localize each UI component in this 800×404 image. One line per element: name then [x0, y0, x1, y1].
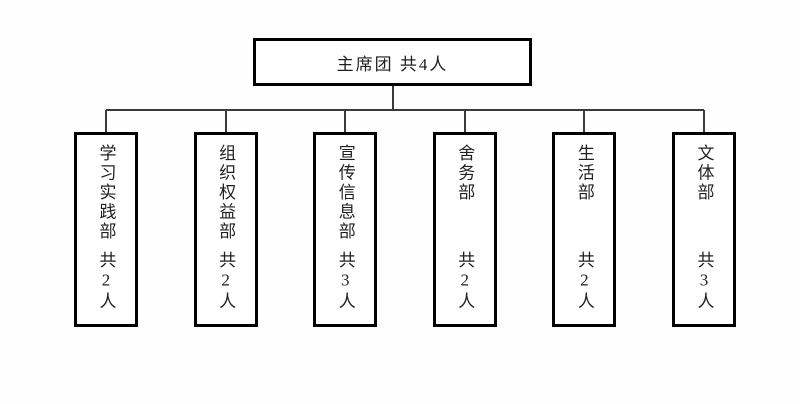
- connector-drop-line: [583, 110, 586, 132]
- department-node: 生活部 共2人: [552, 110, 617, 327]
- department-count: 共3人: [694, 250, 714, 312]
- department-box: 生活部 共2人: [552, 132, 617, 327]
- departments-row: 学习实践部 共2人 组织权益部 共2人 宣传信息部 共3人 舍务部 共2人 生活…: [74, 110, 736, 327]
- department-name: 组织权益部: [216, 144, 236, 242]
- department-box: 舍务部 共2人: [432, 132, 497, 327]
- department-count: 共2人: [574, 250, 594, 312]
- connector-drop-line: [463, 110, 466, 132]
- department-node: 宣传信息部 共3人: [313, 110, 378, 327]
- department-node: 舍务部 共2人: [432, 110, 497, 327]
- department-name: 宣传信息部: [335, 144, 355, 242]
- department-name: 生活部: [574, 144, 594, 203]
- connector-drop-line: [105, 110, 107, 132]
- department-node: 文体部 共3人: [671, 110, 736, 327]
- department-name: 文体部: [694, 144, 714, 203]
- department-count: 共2人: [455, 250, 475, 312]
- department-name: 舍务部: [455, 144, 475, 203]
- connector-drop-line: [344, 110, 347, 132]
- department-count: 共3人: [335, 250, 355, 312]
- root-node-label: 主席团 共4人: [336, 54, 449, 74]
- connector-root-stub: [392, 86, 394, 109]
- department-node: 学习实践部 共2人: [74, 110, 138, 327]
- department-count: 共2人: [96, 250, 116, 312]
- department-box: 宣传信息部 共3人: [313, 132, 378, 327]
- root-node-box: 主席团 共4人: [253, 38, 532, 86]
- department-box: 组织权益部 共2人: [193, 132, 258, 327]
- department-box: 学习实践部 共2人: [74, 132, 138, 327]
- connector-rail: [106, 109, 704, 111]
- department-count: 共2人: [216, 250, 236, 312]
- connector-drop-line: [702, 110, 705, 132]
- connector-drop-line: [224, 110, 227, 132]
- department-box: 文体部 共3人: [671, 132, 736, 327]
- department-node: 组织权益部 共2人: [193, 110, 258, 327]
- department-name: 学习实践部: [96, 144, 116, 242]
